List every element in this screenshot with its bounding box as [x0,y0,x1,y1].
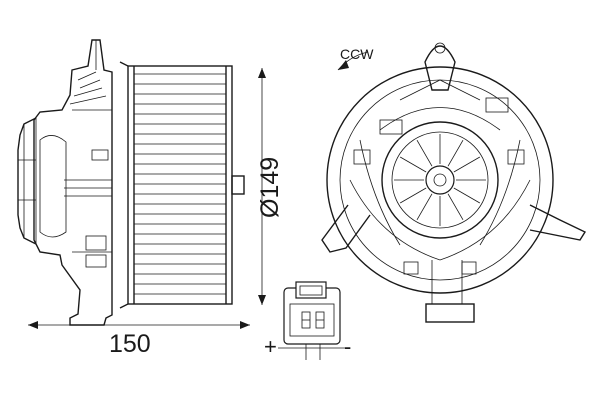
rotation-direction-label: CCW [340,46,374,62]
motor-housing [17,117,37,245]
motor-rotor-fins [394,134,486,226]
rotor-fin [447,139,464,167]
motor-shaft [231,175,245,195]
front-view [321,42,587,323]
width-dimension-label: 150 [109,330,151,358]
negative-terminal-label: - [344,334,352,359]
fan-blade-slats [134,73,226,295]
rotor-fin [453,187,481,204]
width-dimension [28,321,250,329]
rotation-arrowhead [338,60,349,70]
left-mount-tab [321,204,371,253]
fan-wheel [119,61,233,309]
positive-terminal-label: + [264,334,277,359]
top-mount-tab [424,45,456,91]
bottom-foot [425,303,475,323]
diameter-dimension [258,68,266,305]
diameter-dimension-label: Ø149 [256,156,284,218]
rotor-fin [416,193,433,221]
rotor-fin [399,187,427,204]
rotor-fin [416,139,433,167]
rotor-fin [399,156,427,173]
rotor-fin [447,193,464,221]
right-mount-tab [529,204,587,241]
mounting-plate [33,39,113,326]
side-view [17,39,266,329]
rotor-fin [453,156,481,173]
electrical-connector [278,281,346,360]
